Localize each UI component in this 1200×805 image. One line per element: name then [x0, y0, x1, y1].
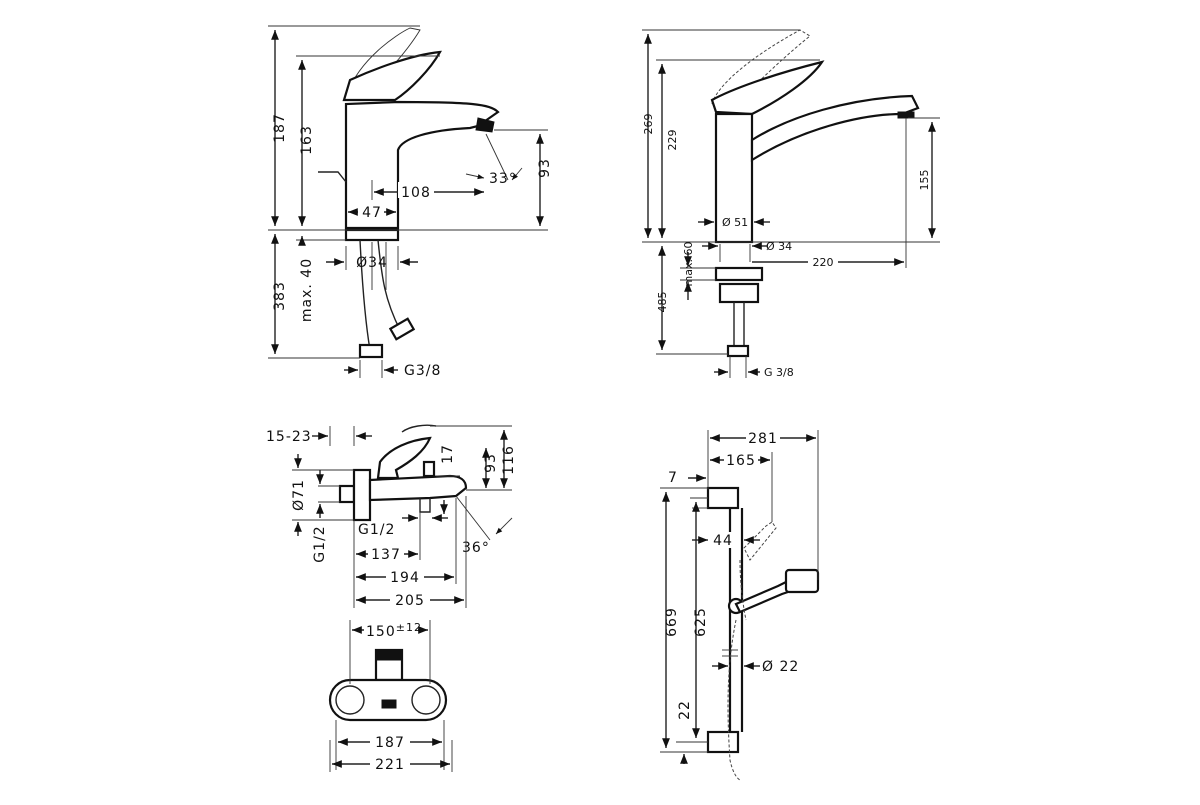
dim-625: 625 [693, 607, 709, 637]
dim-33-deg: 33° [489, 171, 517, 187]
dim-36-deg: 36° [462, 540, 490, 556]
dim-383: 383 [272, 281, 288, 311]
dim-108: 108 [401, 185, 431, 201]
hose-right [377, 239, 410, 331]
kitchen-rod [733, 302, 745, 349]
dim-281: 281 [748, 431, 778, 447]
bottom-wall-bracket [706, 730, 740, 754]
dim-116: 116 [501, 445, 517, 475]
dim-93-bath: 93 [483, 453, 499, 473]
dim-221: 221 [375, 757, 405, 773]
dim-g12-outlet: G1/2 [358, 522, 395, 538]
hose-nut-right [388, 317, 416, 341]
dim-229: 229 [666, 130, 679, 151]
kitchen-aerator [897, 111, 915, 119]
kitchen-lever [710, 60, 825, 116]
dim-diam-22: Ø 22 [762, 659, 799, 675]
bath-mixer-front-drawing: 150±12 187 221 [328, 620, 453, 773]
basin-mixer-drawing: 187 163 93 108 47 33° Ø34 383 max. 40 [268, 25, 553, 379]
dim-g12-vertical: G1/2 [312, 525, 328, 562]
front-rosette-right [411, 685, 441, 715]
dim-7: 7 [668, 470, 678, 486]
dim-tolerance: ±12 [396, 621, 422, 634]
front-lever-cap [375, 649, 403, 661]
dim-15-23: 15-23 [266, 429, 312, 445]
front-rosette-left [335, 685, 365, 715]
dim-165: 165 [726, 453, 756, 469]
dim-47: 47 [362, 205, 382, 221]
dim-669: 669 [664, 607, 680, 637]
drain-rod [318, 171, 347, 183]
wall-eccentric [338, 484, 356, 504]
dim-diam-71: Ø71 [291, 479, 307, 511]
top-wall-bracket [706, 486, 740, 510]
handshower-head [784, 568, 820, 594]
dim-194: 194 [390, 570, 420, 586]
dim-163: 163 [299, 125, 315, 155]
dim-187-front: 187 [375, 735, 405, 751]
dim-187: 187 [272, 113, 288, 143]
kitchen-body [714, 112, 754, 244]
dim-diam-34: Ø34 [356, 255, 388, 271]
bath-mixer-side-drawing: 15-23 Ø71 G1/2 G1/2 17 93 116 36° [266, 424, 517, 609]
dim-150: 150±12 [366, 621, 422, 640]
dim-diam-34-kitchen: Ø 34 [766, 240, 792, 253]
dim-max-40: max. 40 [299, 258, 315, 322]
dim-44: 44 [713, 533, 733, 549]
handshower-ghost [743, 521, 777, 561]
dim-diam-51: Ø 51 [722, 216, 748, 229]
lever-handle [342, 50, 442, 102]
aerator [475, 117, 495, 133]
dim-155: 155 [918, 170, 931, 191]
spout-outlet [419, 498, 431, 513]
kitchen-base [714, 266, 764, 282]
kitchen-spout [750, 94, 920, 162]
wall-rosette [352, 468, 372, 522]
front-outlet [381, 699, 397, 709]
dim-93: 93 [537, 158, 553, 178]
shower-set-drawing: 281 165 7 44 669 625 22 Ø 22 [660, 430, 820, 781]
dim-220: 220 [813, 256, 834, 269]
diverter-knob [422, 460, 436, 478]
base-plate [344, 228, 400, 242]
threaded-rod [371, 242, 387, 290]
dim-17: 17 [440, 444, 456, 464]
kitchen-connector [726, 344, 750, 358]
dim-max-60: max. 60 [682, 242, 695, 287]
dim-22-vertical: 22 [677, 700, 693, 720]
shower-hose-dash [739, 559, 747, 621]
bath-lever [376, 436, 432, 480]
dim-269: 269 [642, 114, 655, 135]
dim-g38-kitchen: G 3/8 [764, 366, 794, 379]
kitchen-mixer-drawing: 269 229 155 Ø 51 Ø 34 220 max. 60 485 [642, 29, 940, 379]
dim-137: 137 [371, 547, 401, 563]
kitchen-nut [718, 282, 760, 304]
bath-body [368, 474, 468, 502]
dim-485: 485 [656, 292, 669, 313]
dim-205: 205 [395, 593, 425, 609]
dim-g38-basin: G3/8 [404, 363, 441, 379]
hose-nut-left [358, 343, 384, 359]
